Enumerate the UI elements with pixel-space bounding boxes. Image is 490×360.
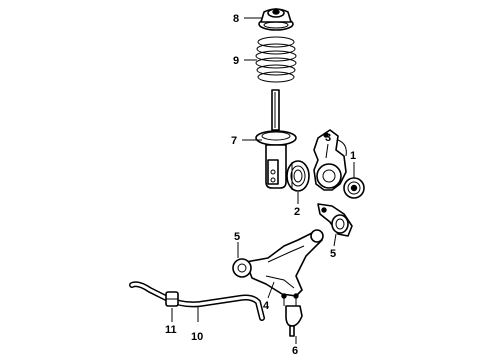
leader-lines	[171, 17, 355, 344]
callout-11: 11	[165, 324, 177, 336]
callout-9: 9	[233, 55, 239, 67]
stabilizer-bushing-part	[165, 291, 179, 307]
hub-bearing-part	[286, 160, 310, 192]
lower-control-arm-part	[232, 229, 324, 297]
callout-7: 7	[231, 135, 237, 147]
wheel-bearing-part	[343, 177, 365, 199]
callout-3: 3	[325, 132, 331, 144]
coil-spring-part	[255, 36, 297, 83]
stabilizer-bar-part	[129, 281, 265, 321]
callout-4: 4	[263, 300, 270, 312]
callout-2: 2	[294, 206, 300, 218]
callout-6: 6	[292, 345, 298, 357]
strut-assembly-part	[255, 89, 297, 189]
callout-1: 1	[350, 150, 356, 162]
callout-10: 10	[191, 331, 203, 343]
callout-8: 8	[233, 13, 239, 25]
callout-5-left: 5	[234, 231, 240, 243]
strut-mount-part	[258, 8, 294, 31]
control-arm-bushing-right-part	[317, 203, 353, 237]
steering-knuckle-part	[313, 129, 347, 191]
ball-joint-part	[281, 293, 303, 337]
callout-5-right: 5	[330, 248, 336, 260]
